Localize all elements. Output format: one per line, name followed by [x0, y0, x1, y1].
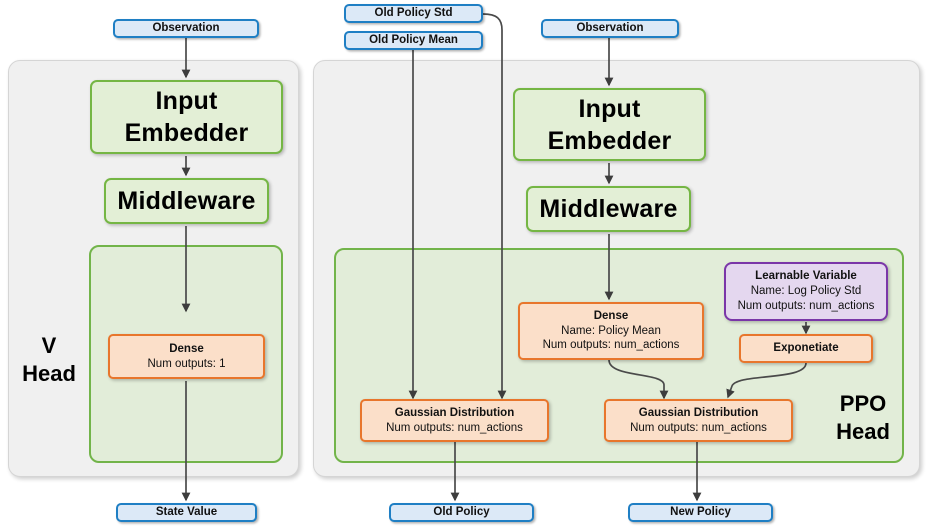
ppo-gaussian-new-title: Gaussian Distribution	[638, 406, 759, 419]
ppo-head-caption-line1: PPO	[839, 391, 887, 416]
v-head-dense[interactable]: Dense Num outputs: 1	[108, 334, 265, 379]
ppo-gaussian-new[interactable]: Gaussian Distribution Num outputs: num_a…	[604, 399, 793, 442]
output-new-policy-label: New Policy	[670, 506, 731, 519]
v-head-dense-title: Dense	[169, 342, 204, 355]
v-head-caption-line1: V	[41, 333, 57, 358]
ppo-dense-policy-mean-name: Name: Policy Mean	[561, 324, 661, 337]
input-old-policy-mean[interactable]: Old Policy Mean	[344, 31, 483, 50]
ppo-learnable-variable-outputs: Num outputs: num_actions	[737, 299, 875, 312]
v-head-middleware[interactable]: Middleware	[104, 178, 269, 224]
ppo-learnable-variable-name: Name: Log Policy Std	[750, 285, 862, 298]
input-old-policy-mean-label: Old Policy Mean	[369, 34, 458, 47]
output-state-value-label: State Value	[155, 506, 218, 519]
v-head-dense-outputs: Num outputs: 1	[147, 357, 226, 370]
ppo-exponetiate[interactable]: Exponetiate	[739, 334, 873, 363]
ppo-gaussian-new-outputs: Num outputs: num_actions	[630, 421, 767, 434]
v-head-input-embedder[interactable]: Input Embedder	[90, 80, 283, 154]
input-observation-ppo[interactable]: Observation	[541, 19, 679, 38]
v-head-caption: V Head	[14, 332, 84, 388]
input-observation-v[interactable]: Observation	[113, 19, 259, 38]
ppo-gaussian-old-outputs: Num outputs: num_actions	[386, 421, 523, 434]
v-head-caption-line2: Head	[22, 361, 76, 387]
v-head-middleware-label: Middleware	[117, 187, 256, 215]
ppo-gaussian-old[interactable]: Gaussian Distribution Num outputs: num_a…	[360, 399, 549, 442]
output-old-policy-label: Old Policy	[433, 506, 490, 519]
input-old-policy-std[interactable]: Old Policy Std	[344, 4, 483, 23]
output-state-value[interactable]: State Value	[116, 503, 257, 522]
ppo-learnable-variable[interactable]: Learnable Variable Name: Log Policy Std …	[724, 262, 888, 321]
ppo-head-input-embedder[interactable]: Input Embedder	[513, 88, 706, 161]
ppo-dense-policy-mean-title: Dense	[593, 309, 629, 322]
ppo-head-input-embedder-label: Input Embedder	[547, 94, 672, 155]
v-head-input-embedder-label: Input Embedder	[124, 87, 249, 147]
ppo-head-caption: PPO Head	[818, 390, 908, 446]
output-new-policy[interactable]: New Policy	[628, 503, 773, 522]
ppo-head-middleware-label: Middleware	[539, 195, 678, 223]
ppo-dense-policy-mean-outputs: Num outputs: num_actions	[542, 339, 680, 352]
ppo-head-middleware[interactable]: Middleware	[526, 186, 691, 232]
input-observation-v-label: Observation	[152, 22, 220, 35]
ppo-exponetiate-title: Exponetiate	[773, 342, 839, 355]
input-observation-ppo-label: Observation	[576, 22, 644, 35]
input-old-policy-std-label: Old Policy Std	[374, 7, 453, 20]
ppo-dense-policy-mean[interactable]: Dense Name: Policy Mean Num outputs: num…	[518, 302, 704, 360]
ppo-learnable-variable-title: Learnable Variable	[755, 270, 857, 283]
output-old-policy[interactable]: Old Policy	[389, 503, 534, 522]
ppo-head-caption-line2: Head	[836, 419, 890, 445]
ppo-gaussian-old-title: Gaussian Distribution	[394, 406, 515, 419]
